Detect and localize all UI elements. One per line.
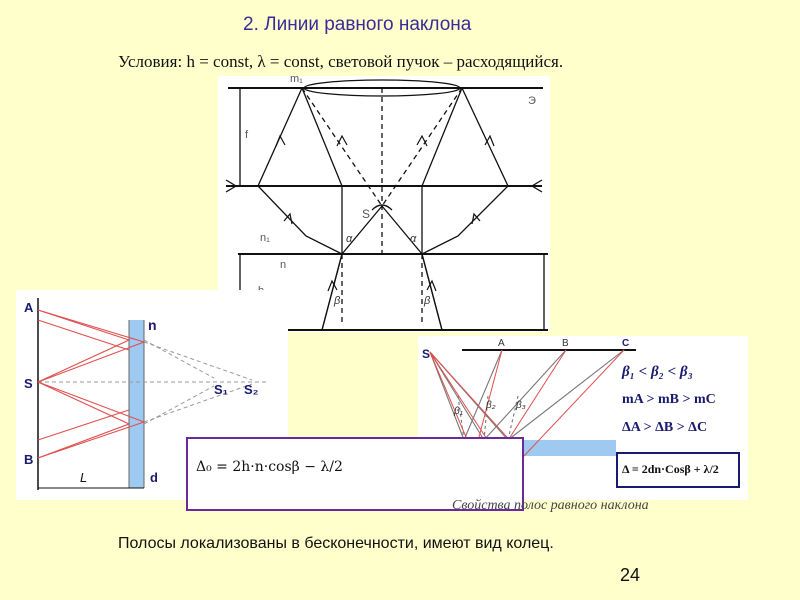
label-s2: S₂ (244, 382, 259, 397)
label-screen: Э (528, 95, 536, 107)
label-f: f (245, 129, 249, 141)
page-number: 24 (620, 565, 641, 585)
label-c: C (622, 338, 629, 349)
formula-text: Δ₀ = 2h·n·cosβ − λ/2 (196, 459, 343, 475)
conclusion-text: Полосы локализованы в бесконечности, име… (118, 535, 554, 552)
label-alpha-right: α (410, 233, 417, 245)
label-s: S (24, 376, 33, 391)
label-s: S (362, 207, 370, 221)
relation-beta: β₁ < β₂ < β₃ (622, 364, 693, 380)
top-diagram: m₁ Э f S n₁ n h α α β β (218, 73, 550, 332)
label-beta2: β₂ (485, 400, 496, 411)
label-s1: S₁ (214, 382, 228, 397)
label-beta3: β₃ (515, 400, 526, 411)
right-formula: Δ = 2dn·Cosβ + λ/2 (616, 452, 740, 488)
label-a: A (498, 338, 505, 349)
label-l: L (80, 470, 87, 485)
label-beta-right: β (423, 295, 431, 307)
relation-delta: ΔA > ΔB > ΔC (622, 420, 708, 435)
left-diagram-svg: A S B n S₁ S₂ L d (24, 298, 266, 490)
label-s: S (422, 347, 430, 361)
label-beta1: β₁ (453, 406, 463, 417)
label-m1: m₁ (290, 76, 303, 85)
label-n1: n₁ (260, 232, 270, 244)
figure-caption: Свойства полос равного наклона (452, 498, 649, 513)
label-b: B (562, 338, 569, 349)
slide-title: 2. Линии равного наклона (243, 14, 472, 35)
label-b: B (24, 452, 33, 467)
top-diagram-svg: m₁ Э f S n₁ n h α α β β (225, 73, 548, 331)
label-alpha-left: α (346, 233, 353, 245)
label-beta-left: β (333, 295, 341, 307)
label-d: d (150, 470, 158, 485)
label-n: n (148, 317, 157, 333)
conditions-text: Условия: h = const, λ = const, световой … (118, 52, 564, 71)
label-a: A (24, 300, 34, 315)
label-n: n (280, 259, 286, 271)
formula-box: Δ₀ = 2h·n·cosβ − λ/2 (186, 437, 524, 511)
relation-m: mA > mB > mC (622, 392, 716, 407)
